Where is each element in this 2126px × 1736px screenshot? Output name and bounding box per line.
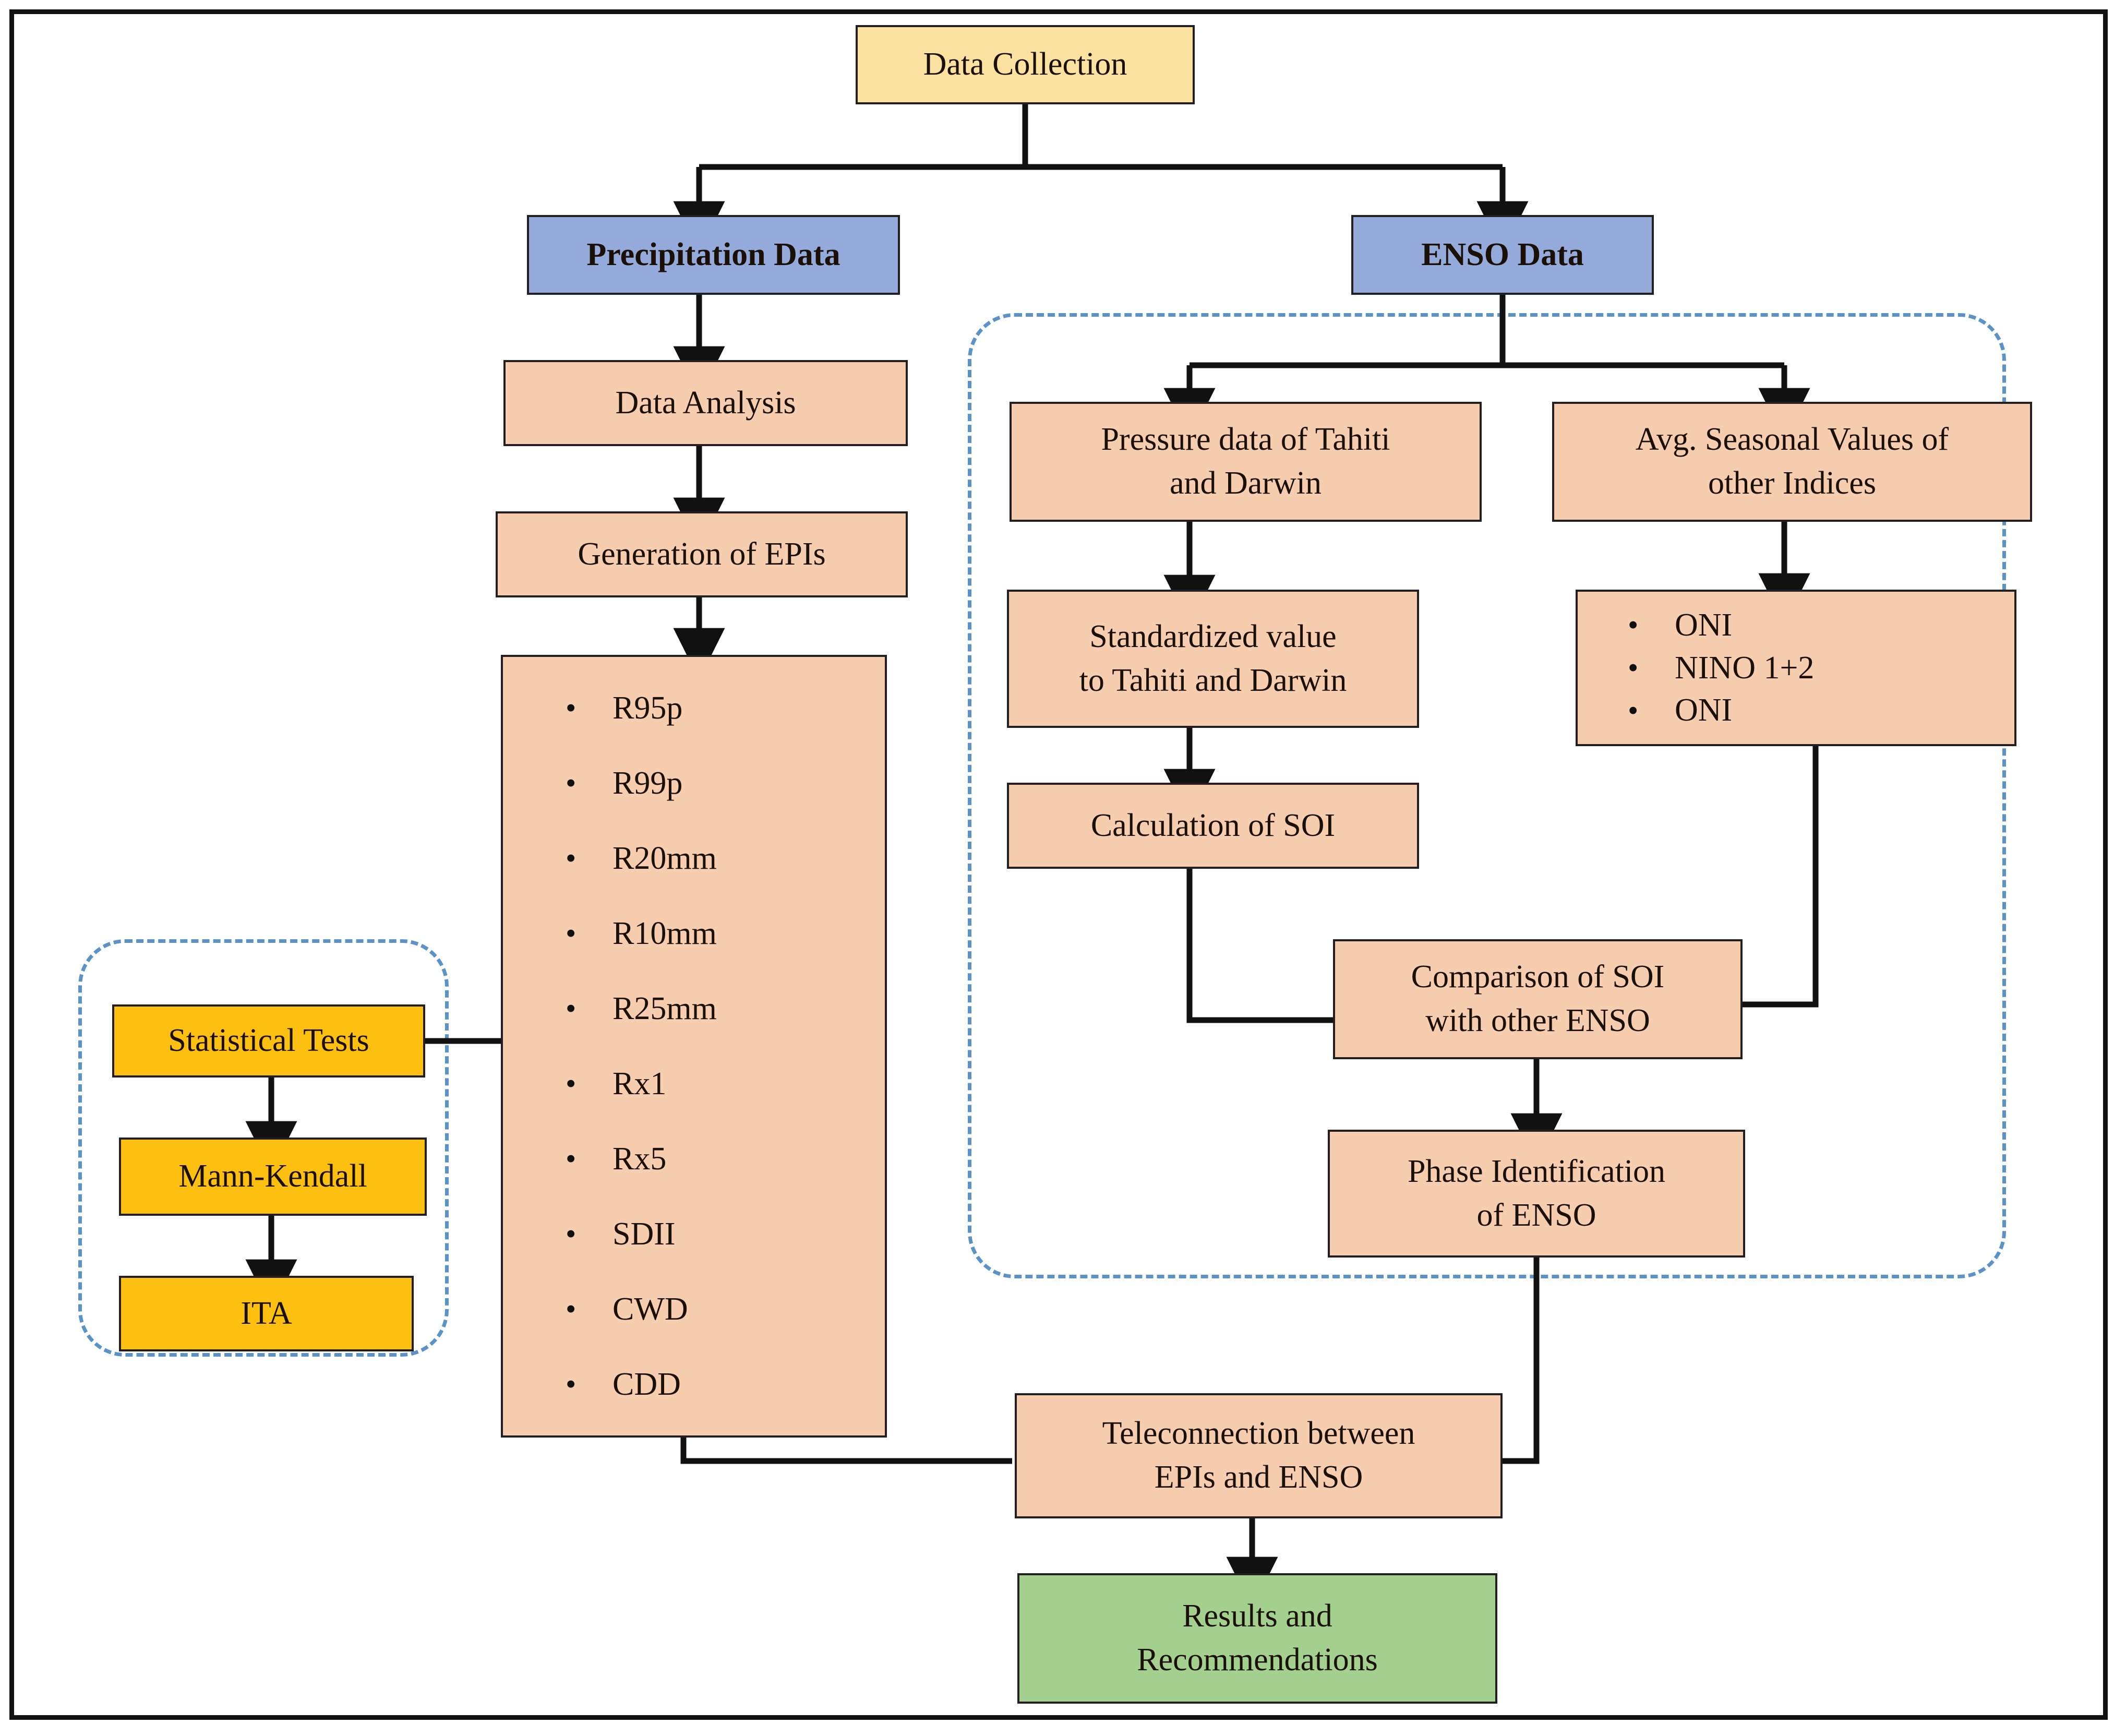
bullet-icon: • (566, 916, 576, 950)
node-label-line1: Phase Identification (1407, 1153, 1666, 1189)
node-label-line2: of ENSO (1476, 1197, 1596, 1233)
list-item: • R95p (503, 690, 885, 727)
list-item: • SDII (503, 1216, 885, 1253)
node-label-line2: other Indices (1708, 465, 1876, 501)
node-pressure-data[interactable]: Pressure data of Tahiti and Darwin (1010, 402, 1482, 522)
list-item: • NINO 1+2 (1578, 650, 2014, 687)
node-data-analysis[interactable]: Data Analysis (503, 360, 908, 446)
bullet-icon: • (566, 1367, 576, 1401)
node-label-line1: Teleconnection between (1102, 1416, 1415, 1452)
node-epi-list[interactable]: • R95p • R99p • R20mm • R10mm • R25mm • Rx1 • R… (501, 655, 887, 1438)
node-results[interactable]: Results and Recommendations (1017, 1573, 1497, 1704)
list-item-label: SDII (612, 1216, 676, 1252)
node-label: Data Collection (923, 46, 1127, 82)
bullet-icon: • (566, 766, 576, 800)
node-data-collection[interactable]: Data Collection (856, 25, 1195, 104)
node-statistical-tests[interactable]: Statistical Tests (112, 1004, 425, 1077)
node-label-line2: and Darwin (1170, 465, 1322, 501)
node-avg-seasonal-values[interactable]: Avg. Seasonal Values of other Indices (1552, 402, 2032, 522)
node-label: Generation of EPIs (578, 536, 826, 572)
list-item: • R10mm (503, 915, 885, 952)
list-item-label: R95p (612, 690, 683, 726)
node-phase-identification[interactable]: Phase Identification of ENSO (1328, 1130, 1745, 1258)
node-label-line2: to Tahiti and Darwin (1079, 662, 1347, 698)
node-ita[interactable]: ITA (119, 1276, 414, 1351)
node-label-line1: Comparison of SOI (1411, 959, 1665, 995)
node-comparison-of-soi[interactable]: Comparison of SOI with other ENSO (1333, 939, 1743, 1059)
bullet-icon: • (1628, 693, 1639, 727)
bullet-icon: • (566, 991, 576, 1025)
list-item-label: R10mm (612, 915, 717, 951)
list-item-label: CDD (612, 1366, 681, 1402)
list-item-label: ONI (1675, 692, 1733, 728)
list-item: • CWD (503, 1291, 885, 1328)
list-item-label: R20mm (612, 840, 717, 876)
list-item-label: NINO 1+2 (1675, 650, 1815, 686)
node-label: ITA (241, 1295, 292, 1331)
bullet-icon: • (566, 841, 576, 875)
node-label: Precipitation Data (586, 236, 840, 272)
bullet-icon: • (566, 1217, 576, 1251)
node-mann-kendall[interactable]: Mann-Kendall (119, 1138, 427, 1216)
node-label-line2: with other ENSO (1425, 1003, 1650, 1038)
list-item: • Rx1 (503, 1065, 885, 1103)
list-item: • ONI (1578, 607, 2014, 644)
list-item: • R99p (503, 765, 885, 802)
node-label-line1: Avg. Seasonal Values of (1635, 422, 1949, 458)
node-label: Data Analysis (615, 385, 796, 421)
node-label-line2: Recommendations (1137, 1642, 1378, 1678)
node-label: ENSO Data (1421, 236, 1584, 272)
node-label: Mann-Kendall (178, 1158, 367, 1194)
list-item: • ONI (1578, 692, 2014, 729)
list-item: • Rx5 (503, 1141, 885, 1178)
list-item: • CDD (503, 1366, 885, 1403)
list-item: • R20mm (503, 840, 885, 877)
node-enso-data[interactable]: ENSO Data (1351, 215, 1654, 295)
node-label: Statistical Tests (168, 1023, 369, 1059)
node-label-line1: Standardized value (1089, 618, 1337, 654)
bullet-icon: • (1628, 608, 1639, 642)
bullet-icon: • (566, 1067, 576, 1100)
node-indices-list[interactable]: • ONI • NINO 1+2 • ONI (1576, 590, 2016, 746)
node-calculation-of-soi[interactable]: Calculation of SOI (1007, 783, 1419, 869)
list-item-label: ONI (1675, 607, 1733, 643)
node-teleconnection[interactable]: Teleconnection between EPIs and ENSO (1015, 1393, 1503, 1518)
node-label-line1: Pressure data of Tahiti (1101, 422, 1390, 458)
node-generation-of-epis[interactable]: Generation of EPIs (496, 511, 908, 597)
list-item-label: R25mm (612, 990, 717, 1026)
node-precipitation-data[interactable]: Precipitation Data (527, 215, 900, 295)
list-item-label: Rx1 (612, 1065, 667, 1102)
bullet-icon: • (566, 691, 576, 725)
node-label-line1: Results and (1182, 1598, 1332, 1634)
list-item-label: Rx5 (612, 1141, 667, 1177)
list-item-label: CWD (612, 1291, 688, 1327)
list-item: • R25mm (503, 990, 885, 1027)
node-label-line2: EPIs and ENSO (1154, 1459, 1363, 1495)
node-standardized-value[interactable]: Standardized value to Tahiti and Darwin (1007, 590, 1419, 728)
bullet-icon: • (566, 1292, 576, 1326)
bullet-icon: • (1628, 651, 1639, 685)
node-label: Calculation of SOI (1090, 807, 1336, 843)
list-item-label: R99p (612, 765, 683, 801)
bullet-icon: • (566, 1142, 576, 1176)
